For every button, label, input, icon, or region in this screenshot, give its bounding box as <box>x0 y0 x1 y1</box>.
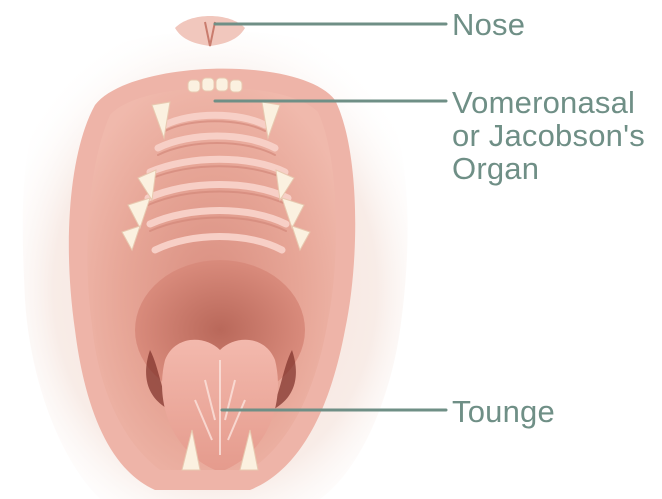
label-nose: Nose <box>452 8 525 41</box>
label-organ-line2: or Jacobson's <box>452 119 645 152</box>
label-organ-line3: Organ <box>452 152 645 185</box>
label-nose-text: Nose <box>452 7 525 42</box>
label-tongue-text: Tounge <box>452 394 555 429</box>
label-organ-line1: Vomeronasal <box>452 86 645 119</box>
label-tongue: Tounge <box>452 395 555 428</box>
label-vomeronasal-organ: Vomeronasal or Jacobson's Organ <box>452 86 645 185</box>
